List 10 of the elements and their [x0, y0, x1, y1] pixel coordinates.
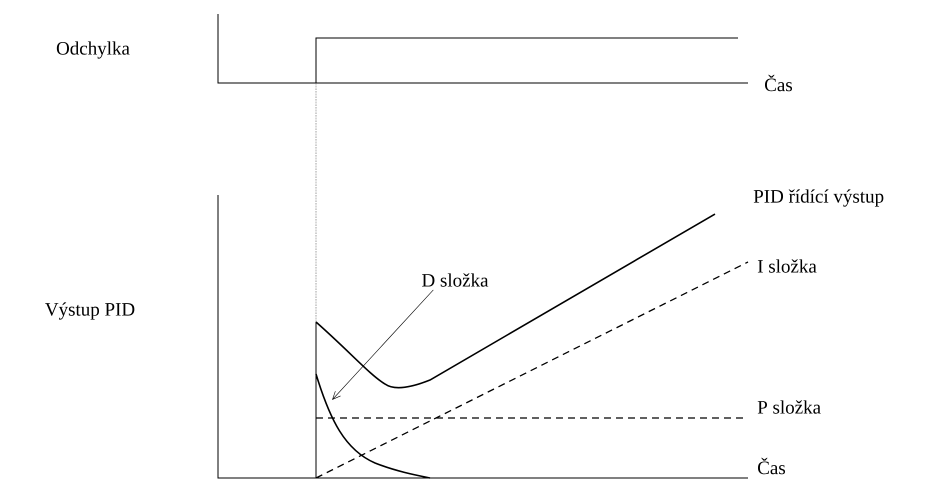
- axis-label: Čas: [765, 74, 792, 92]
- axis-label: Odchylka: [56, 41, 130, 59]
- axis-label: Čas: [758, 458, 786, 474]
- leader-line: [332, 290, 434, 400]
- axis-label: PID řídící výstup: [754, 189, 884, 207]
- d-curve: [315, 374, 430, 479]
- axis-label: P složka: [758, 400, 821, 414]
- axis-label: Výstup PID: [45, 302, 134, 320]
- curve-label: D složka: [422, 273, 488, 287]
- axis-label: I složka: [758, 259, 817, 273]
